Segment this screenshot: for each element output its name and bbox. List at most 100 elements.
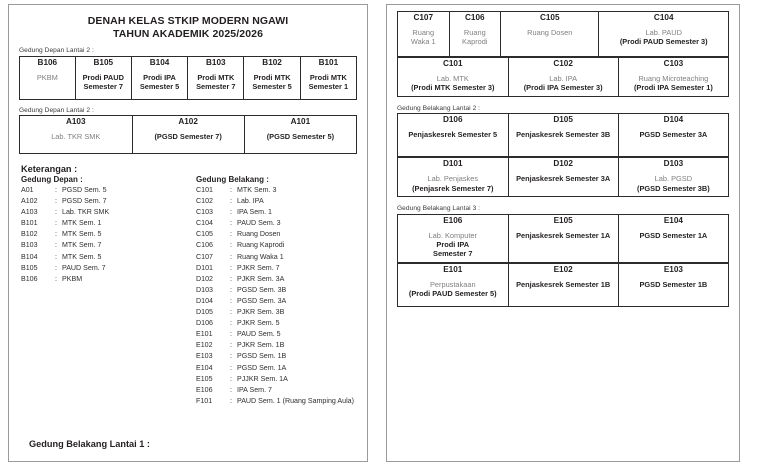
legend-item: D102:PJKR Sem. 3A xyxy=(194,274,357,285)
legend-item: D104:PGSD Sem. 3A xyxy=(194,296,357,307)
legend-item-value: IPA Sem. 1 xyxy=(237,208,272,217)
room-description: Lab. Penjaskes(Penjasrek Semester 7) xyxy=(400,174,506,193)
legend-item-code: B105 xyxy=(21,263,38,272)
room-description: Ruang Dosen xyxy=(503,28,596,37)
legend-item-separator: : xyxy=(230,274,232,283)
legend-item-separator: : xyxy=(230,352,232,361)
room-description-line: Semester 5 xyxy=(139,81,180,91)
legend-item: C107:Ruang Waka 1 xyxy=(194,252,357,263)
legend-item-separator: : xyxy=(55,219,57,228)
legend-item-separator: : xyxy=(55,197,57,206)
room-description-line: Semester 7 xyxy=(433,249,473,259)
legend-item: E104:PGSD Sem. 1A xyxy=(194,363,357,374)
room-description-line: Lab. TKR SMK xyxy=(51,132,101,141)
legend-item-value: MTK Sem. 7 xyxy=(62,241,102,250)
legend-item: E101:PAUD Sem. 5 xyxy=(194,329,357,340)
legend-item-value: PJKR Sem. 5 xyxy=(237,319,280,328)
legend-item-value: Ruang Kaprodi xyxy=(237,241,285,250)
legend-item-separator: : xyxy=(55,274,57,283)
legend-item-separator: : xyxy=(55,241,57,250)
legend-item-separator: : xyxy=(230,330,232,339)
legend-item: C103:IPA Sem. 1 xyxy=(194,207,357,218)
room-description-line: Penjaskesrek Semester 3A xyxy=(516,174,611,184)
legend-item: B104:MTK Sem. 5 xyxy=(19,252,188,263)
room-code: B101 xyxy=(318,57,339,67)
room-code: E102 xyxy=(553,264,573,274)
room-description: Lab. TKR SMK xyxy=(22,132,130,141)
legend-item-value: MTK Sem. 3 xyxy=(237,186,277,194)
document-page-left: DENAH KELAS STKIP MODERN NGAWI TAHUN AKA… xyxy=(8,4,368,462)
legend-item-separator: : xyxy=(55,208,57,217)
room-cell-a101[interactable]: A101(PGSD Semester 5) xyxy=(243,115,358,154)
room-description: Ruang Microteaching(Prodi IPA Semester 1… xyxy=(621,74,726,93)
legend-item-value: PKBM xyxy=(62,274,83,283)
room-description: Lab. PAUD(Prodi PAUD Semester 3) xyxy=(601,28,726,47)
legend-item: D105:PJKR Sem. 3B xyxy=(194,307,357,318)
legend-item-separator: : xyxy=(230,285,232,294)
room-description-line: Semester 1 xyxy=(308,81,349,91)
legend-item-value: PGSD Sem. 3A xyxy=(237,296,287,305)
room-description-line: Prodi IPA xyxy=(143,72,176,82)
room-code: B104 xyxy=(149,57,170,67)
room-description-line: Prodi IPA xyxy=(436,240,470,250)
legend-item-separator: : xyxy=(230,263,232,272)
legend-item-code: E103 xyxy=(196,352,213,361)
section-label-back-floor3: Gedung Belakang Lantai 3 : xyxy=(397,205,481,213)
room-code: D104 xyxy=(663,115,684,125)
legend-item-separator: : xyxy=(55,186,57,194)
legend-item-separator: : xyxy=(230,219,232,228)
legend-item: E102:PJKR Sem. 1B xyxy=(194,340,357,351)
room-description: Penjaskesrek Semester 3B xyxy=(511,130,616,139)
legend-item-value: MTK Sem. 5 xyxy=(62,230,102,239)
legend-item-value: PAUD Sem. 5 xyxy=(237,330,281,339)
legend-item-separator: : xyxy=(230,230,232,239)
room-description: Penjaskesrek Semester 1B xyxy=(511,280,616,289)
room-description-line: Ruang Microteaching xyxy=(638,74,709,83)
room-cell-a102[interactable]: A102(PGSD Semester 7) xyxy=(131,115,245,154)
room-description-line: Ruang xyxy=(463,28,486,37)
legend-item-value: PJKR Sem. 3B xyxy=(237,308,285,317)
legend-item-code: C107 xyxy=(196,252,213,261)
room-code: D105 xyxy=(553,115,573,125)
legend-item-value: PJKR Sem. 7 xyxy=(237,263,280,272)
room-code: B102 xyxy=(262,57,282,67)
